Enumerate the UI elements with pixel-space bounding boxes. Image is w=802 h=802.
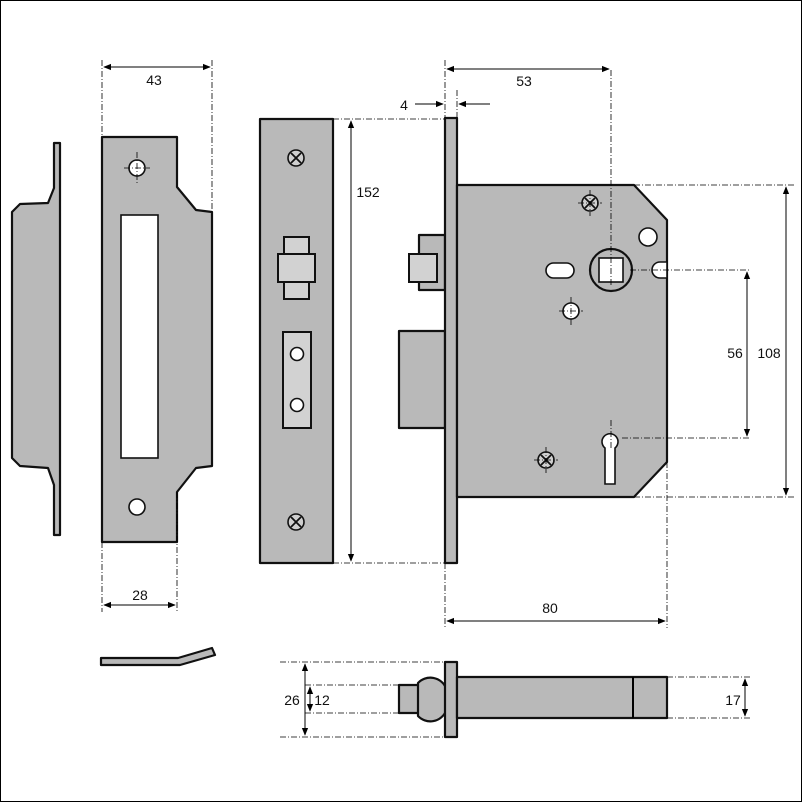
strike-plate-front — [100, 135, 214, 544]
dim-label-strike-inner-width: 28 — [132, 587, 148, 603]
strike-screw-hole-bottom — [128, 498, 146, 516]
latch-head-top — [283, 236, 310, 255]
dim-forend-height: 152 — [333, 118, 445, 564]
dim-bolt-height: 26 — [280, 661, 445, 738]
dim-latch-height: 12 — [305, 684, 399, 714]
dim-label-forend-thickness: 4 — [400, 97, 408, 113]
forend-edge — [443, 116, 459, 565]
dim-case-depth: 80 — [444, 462, 668, 628]
dim-strike-inner-width: 28 — [101, 492, 178, 612]
deadbolt-side — [397, 329, 447, 430]
dim-label-forend-height: 152 — [356, 184, 380, 200]
keyhole — [601, 433, 619, 485]
dim-label-latch-height: 12 — [314, 692, 330, 708]
dim-backset: 53 — [446, 65, 610, 89]
dim-label-case-depth: 80 — [542, 600, 558, 616]
strike-lip-profile — [99, 646, 217, 667]
latch-head-bottom — [283, 281, 310, 300]
case-hole-top-right — [638, 227, 658, 247]
dim-label-case-height: 108 — [757, 345, 781, 361]
dim-forend-thickness: 4 — [400, 60, 490, 118]
dim-label-bolt-thickness: 17 — [725, 692, 741, 708]
latch-top-tip — [397, 683, 421, 715]
dim-case-height: 108 — [634, 184, 795, 498]
dim-label-centres: 56 — [727, 345, 743, 361]
deadbolt-face — [282, 331, 312, 429]
strike-bolt-opening — [120, 214, 159, 459]
forend-plate-front — [258, 117, 335, 565]
lock-case-side — [397, 70, 750, 565]
dim-label-strike-width: 43 — [146, 72, 162, 88]
forend-top-edge — [443, 660, 459, 739]
case-notch — [651, 261, 668, 279]
dim-strike-width: 43 — [101, 60, 213, 212]
lock-case-body — [455, 183, 669, 499]
dim-label-bolt-height: 26 — [284, 692, 300, 708]
bolt-top-view — [397, 660, 669, 739]
latch-head-face — [277, 253, 316, 283]
deadbolt-top — [455, 675, 669, 720]
dim-bolt-thickness: 17 — [667, 676, 752, 719]
case-slot — [545, 262, 575, 279]
dim-label-backset: 53 — [516, 73, 532, 89]
dim-centres: 56 — [727, 271, 751, 437]
strike-plate-side-profile — [10, 141, 62, 537]
latch-top-curve — [416, 676, 448, 723]
